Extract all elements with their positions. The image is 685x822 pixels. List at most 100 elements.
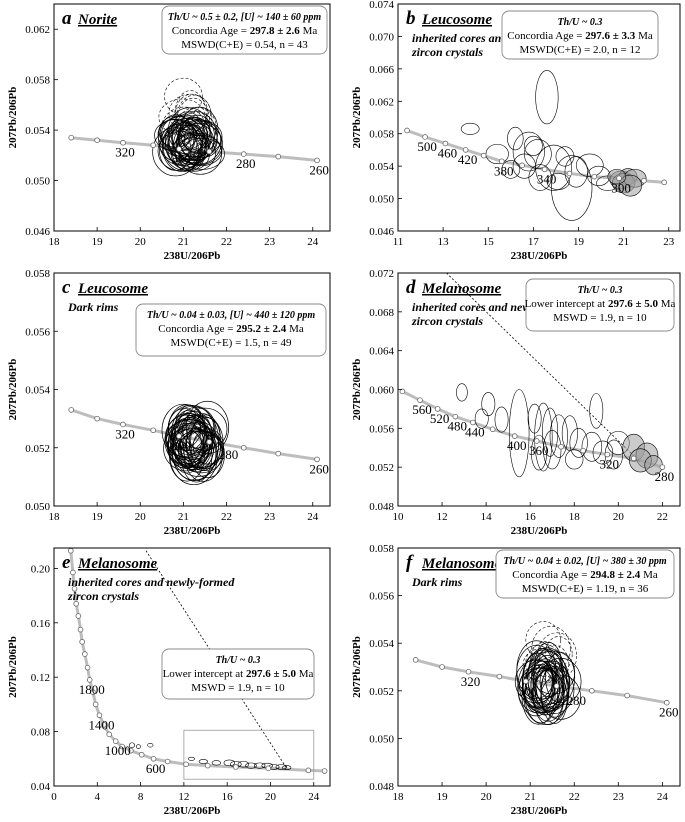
annotation-line: Th/U ~ 0.3 xyxy=(578,285,623,296)
concordia-marker xyxy=(265,765,272,772)
y-axis-label: 207Pb/206Pb xyxy=(351,636,363,698)
concordia-marker xyxy=(70,569,76,576)
excluded-ellipse xyxy=(176,97,210,145)
x-tick-label: 19 xyxy=(92,511,104,523)
x-tick-label: 23 xyxy=(663,236,675,248)
error-ellipse xyxy=(167,422,205,469)
y-tick-label: 0.046 xyxy=(369,226,394,238)
y-axis-label: 207Pb/206Pb xyxy=(7,87,19,149)
y-tick-label: 0.068 xyxy=(369,307,394,319)
y-tick-label: 0.064 xyxy=(369,346,394,358)
y-tick-label: 0.070 xyxy=(369,31,394,43)
annotation-line: Th/U ~ 0.04 ± 0.02, [U] ~ 380 ± 30 ppm xyxy=(503,556,666,567)
concordia-age-label: 300 xyxy=(171,151,191,166)
annotation-value: Th/U ~ 0.3 xyxy=(558,17,603,28)
concordia-marker xyxy=(417,397,423,403)
x-tick-label: 19 xyxy=(573,236,585,248)
error-ellipse xyxy=(542,407,559,457)
error-ellipse xyxy=(592,440,614,465)
concordia-marker xyxy=(498,158,505,165)
concordia-marker xyxy=(462,147,469,153)
excluded-ellipse xyxy=(522,648,563,682)
concordia-marker xyxy=(176,433,182,439)
error-ellipse xyxy=(512,131,545,172)
concordia-marker xyxy=(68,134,75,141)
x-axis-label: 238U/206Pb xyxy=(511,805,568,817)
x-tick-label: 20 xyxy=(481,791,493,803)
annotation-value: 297.6 ± 3.3 xyxy=(585,30,636,42)
concordia-marker xyxy=(94,137,100,144)
panel-subtitle: zircon crystals xyxy=(67,589,139,603)
error-ellipse xyxy=(528,164,552,191)
annotation-value: Th/U ~ 0.3 xyxy=(578,285,623,296)
x-axis-label: 238U/206Pb xyxy=(164,250,221,262)
error-ellipse xyxy=(507,126,524,151)
annotation-value: 297.6 ± 5.0 xyxy=(608,298,659,310)
y-tick-label: 0.058 xyxy=(25,75,50,87)
concordia-age-label: 380 xyxy=(494,163,514,178)
x-tick-label: 21 xyxy=(525,791,536,803)
error-ellipse xyxy=(245,762,257,769)
concordia-age-label: 500 xyxy=(417,139,437,154)
excluded-ellipse xyxy=(525,621,562,659)
discordia-line xyxy=(446,273,641,463)
concordia-age-label: 320 xyxy=(115,426,135,441)
x-tick-label: 23 xyxy=(613,791,625,803)
panel-name: Melanosome xyxy=(421,281,502,297)
error-ellipse xyxy=(282,765,292,770)
concordia-marker xyxy=(314,456,320,463)
error-ellipse xyxy=(522,660,566,713)
annotation-line: MSWD(C+E) = 1.19, n = 36 xyxy=(522,583,649,595)
error-ellipse xyxy=(237,760,250,768)
error-ellipse xyxy=(172,422,218,481)
concordia-marker xyxy=(591,173,598,180)
concordia-marker xyxy=(79,639,85,645)
annotation-value: Th/U ~ 0.3 xyxy=(216,655,261,666)
error-ellipse xyxy=(546,173,570,190)
x-tick-label: 11 xyxy=(393,236,404,248)
x-tick-label: 24 xyxy=(307,511,319,523)
error-ellipse xyxy=(275,764,288,770)
x-tick-label: 21 xyxy=(178,236,189,248)
y-axis-label: 207Pb/206Pb xyxy=(351,359,363,421)
annotation-line: Concordia Age = 295.2 ± 2.4 Ma xyxy=(158,323,304,335)
x-tick-label: 18 xyxy=(393,791,405,803)
annotation-unit: Ma xyxy=(658,298,676,310)
annotation-line: Th/U ~ 0.3 xyxy=(216,655,261,666)
y-tick-label: 0.058 xyxy=(369,543,394,555)
concordia-marker xyxy=(522,678,529,685)
x-tick-label: 12 xyxy=(178,791,189,803)
excluded-ellipse xyxy=(160,106,208,158)
concordia-age-label: 320 xyxy=(600,457,620,472)
concordia-marker xyxy=(630,455,637,462)
error-ellipse xyxy=(543,429,562,470)
panel-name: Melanosome xyxy=(421,556,502,572)
concordia-age-label: 300 xyxy=(611,180,631,195)
annotation-frame xyxy=(161,648,315,700)
concordia-marker xyxy=(661,179,668,186)
annotation-text: Concordia Age = xyxy=(507,30,585,42)
y-tick-label: 0.052 xyxy=(25,443,50,455)
y-tick-label: 0.056 xyxy=(369,423,394,435)
concordia-age-label: 260 xyxy=(659,705,679,720)
error-ellipse xyxy=(535,144,573,191)
annotation-line: Concordia Age = 294.8 ± 2.4 Ma xyxy=(512,569,658,581)
x-tick-label: 17 xyxy=(528,236,540,248)
concordia-marker xyxy=(86,677,93,683)
concordia-marker xyxy=(150,755,157,762)
panel-letter: b xyxy=(406,8,416,29)
y-tick-label: 0.04 xyxy=(31,781,51,793)
x-tick-label: 14 xyxy=(481,511,493,523)
concordia-marker xyxy=(68,407,75,413)
y-tick-label: 0.062 xyxy=(25,24,50,36)
panel-letter: d xyxy=(406,277,416,298)
annotation-box: Th/U ~ 0.04 ± 0.03, [U] ~ 440 ± 120 ppmC… xyxy=(135,303,327,357)
y-tick-label: 0.048 xyxy=(369,781,394,793)
y-tick-label: 0.050 xyxy=(369,733,394,745)
x-tick-label: 16 xyxy=(525,511,537,523)
annotation-line: Th/U ~ 0.3 xyxy=(558,17,603,28)
